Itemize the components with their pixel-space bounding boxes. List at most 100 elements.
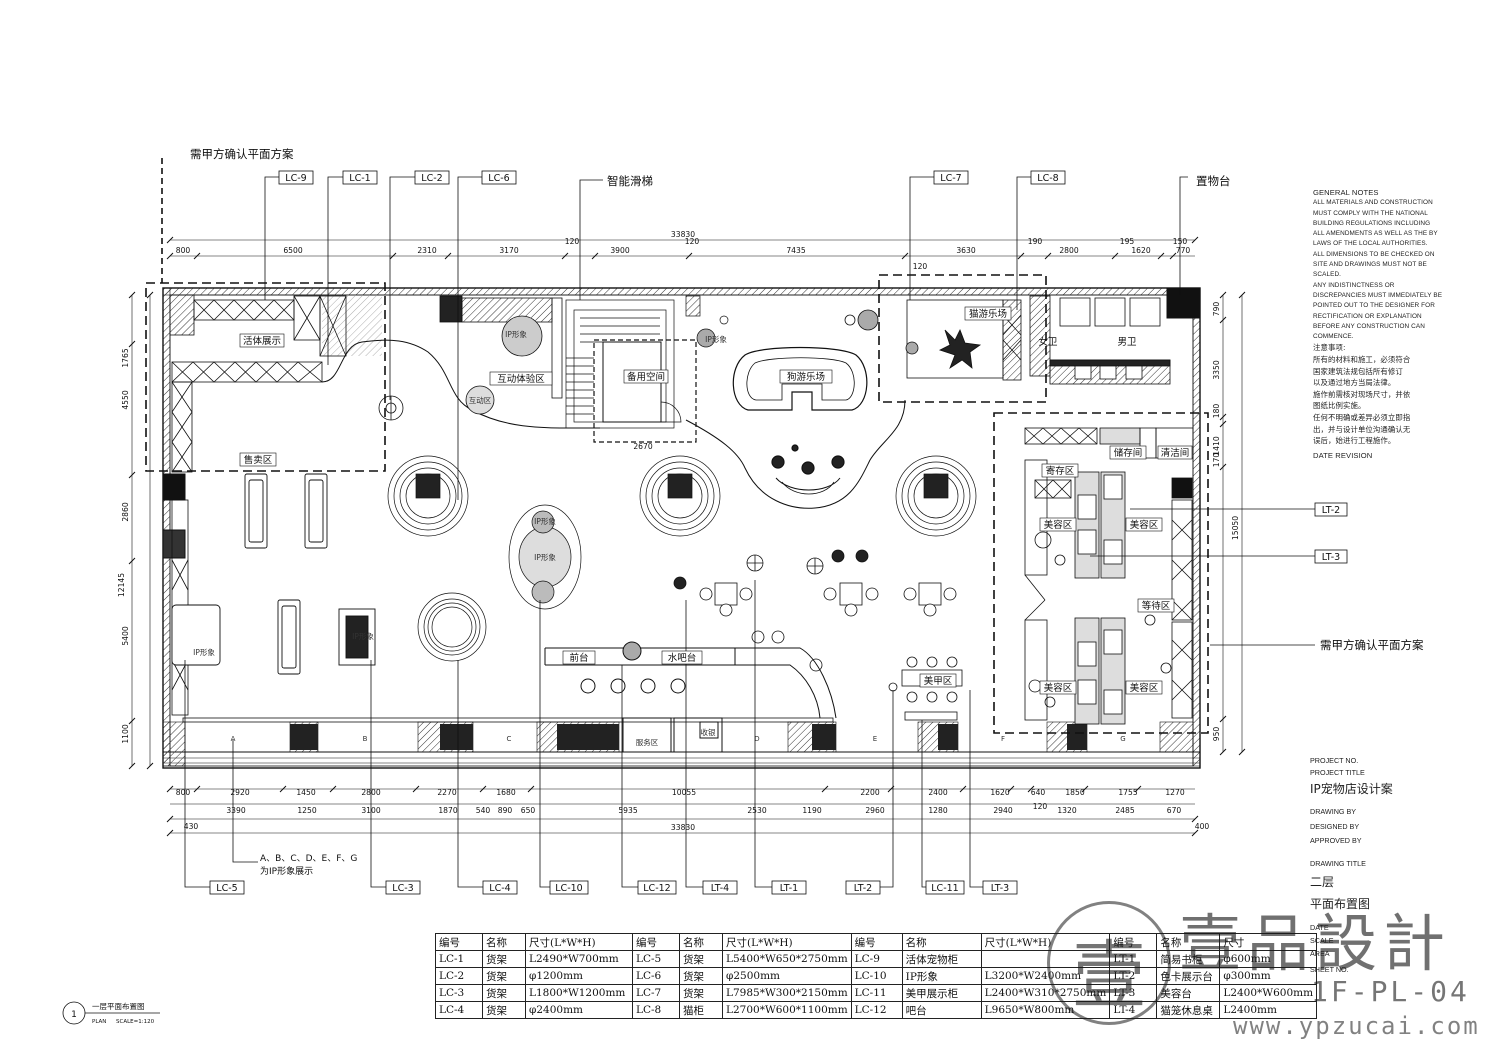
notes-cn-line: 注意事项: bbox=[1313, 343, 1346, 353]
dim-bottom-1: 10055 bbox=[672, 788, 696, 797]
table-cell: L2700*W600*1100mm bbox=[722, 1001, 852, 1019]
room-grooming-4: 美容区 bbox=[1130, 682, 1159, 694]
table-header: 编号 bbox=[850, 933, 903, 951]
slide-track-inner bbox=[685, 399, 906, 509]
dim-bottom-2: 3390 bbox=[226, 806, 245, 815]
room-sales: 售卖区 bbox=[244, 454, 273, 466]
dim-bottom-1: 2400 bbox=[928, 788, 947, 797]
drawing-by-label: DRAWING BY bbox=[1310, 807, 1357, 816]
watermark-logo-icon: 壹 bbox=[1047, 901, 1171, 1025]
table-cell: 货架 bbox=[482, 967, 526, 985]
table-cell: LC-5 bbox=[632, 950, 680, 968]
ip-figure-label: IP形象 bbox=[534, 552, 556, 562]
table-cell: 货架 bbox=[482, 950, 526, 968]
ip-figure-label: IP形象 bbox=[193, 647, 215, 657]
live-display-shelving bbox=[169, 294, 382, 716]
dim-top: 120 bbox=[913, 262, 928, 271]
project-no-label: PROJECT NO. bbox=[1310, 756, 1359, 765]
table-cell: 货架 bbox=[482, 984, 526, 1002]
plan-caption-scale: SCALE=1:120 bbox=[116, 1019, 155, 1025]
plan-caption: 1 一层平面布置图 PLAN SCALE=1:120 bbox=[62, 1001, 160, 1025]
dim-left-total: 12145 bbox=[117, 573, 126, 597]
notes-cn-line: 国家建筑法规包括所有修订 bbox=[1313, 366, 1403, 376]
notes-en-line: DISCREPANCIES MUST IMMEDIATELY BE bbox=[1313, 291, 1443, 299]
plan-caption-number: 1 bbox=[71, 1010, 77, 1020]
notes-en-line: ALL AMENDMENTS AS WELL AS THE BY bbox=[1313, 230, 1438, 238]
ip-figure-label: IP形象 bbox=[505, 329, 527, 339]
building-walls bbox=[162, 287, 1201, 769]
date-label: DATE bbox=[1310, 923, 1329, 932]
zone-letter: G bbox=[1120, 735, 1125, 743]
dim-bottom-total: 33830 bbox=[671, 823, 695, 832]
table-cell: L2400mm bbox=[1219, 1001, 1318, 1019]
room-waiting: 等待区 bbox=[1142, 600, 1171, 612]
table-cell: LC-9 bbox=[850, 950, 903, 968]
reception-bar bbox=[544, 641, 837, 753]
furniture-schedule-table: 编号 名称 尺寸(L*W*H) 编号 名称 尺寸(L*W*H) 编号 名称 尺寸… bbox=[435, 933, 1318, 1019]
table-header: 尺寸 bbox=[1219, 933, 1318, 951]
table-cell: 货架 bbox=[679, 967, 723, 985]
notes-cn-line: 施作前需核对现场尺寸，并依 bbox=[1313, 389, 1411, 399]
dim-right: 3350 bbox=[1212, 360, 1221, 379]
area-label: AREA bbox=[1310, 949, 1330, 958]
notes-en-line: ALL MATERIALS AND CONSTRUCTION bbox=[1313, 199, 1433, 207]
ip-figure-label: IP形象 bbox=[534, 516, 556, 526]
watermark-code: 1F-PL-04 bbox=[1311, 975, 1470, 1008]
dim-right: 790 bbox=[1212, 302, 1221, 317]
callout-lc12: LC-12 bbox=[643, 883, 670, 894]
designed-by-label: DESIGNED BY bbox=[1310, 822, 1360, 831]
room-water-bar: 水吧台 bbox=[668, 652, 697, 664]
dim-bottom-1: 2800 bbox=[361, 788, 380, 797]
table-cell: 美甲展示柜 bbox=[901, 984, 982, 1002]
dim-bottom-1: 1620 bbox=[990, 788, 1009, 797]
dim-bottom-2: 1870 bbox=[438, 806, 457, 815]
notes-cn-line: 任何不明确或差异必须立即指 bbox=[1313, 413, 1411, 423]
callout-lt3: LT-3 bbox=[991, 883, 1009, 894]
zone-letter: E bbox=[873, 735, 877, 743]
room-storage-deposit: 寄存区 bbox=[1046, 465, 1075, 477]
slide-track bbox=[321, 339, 600, 429]
notes-en-line: SCALED. bbox=[1313, 271, 1342, 279]
dim-bottom-1: 1680 bbox=[496, 788, 515, 797]
dim-bottom-2: 670 bbox=[1167, 806, 1182, 815]
dim-left: 2860 bbox=[121, 502, 130, 521]
zone-letter: C bbox=[507, 735, 512, 743]
dim-top: 150 bbox=[1173, 237, 1188, 246]
watermark: 壹 壹品設計 1F-PL-04 www.ypzucai.com bbox=[1045, 893, 1485, 1043]
table-cell: LC-3 bbox=[435, 984, 483, 1002]
callout-lc10: LC-10 bbox=[555, 883, 582, 894]
table-cell: 猫柜 bbox=[679, 1001, 723, 1019]
zone-letter: A bbox=[231, 735, 236, 743]
ip-note-line2: 为IP形象展示 bbox=[260, 865, 313, 877]
room-grooming-1: 美容区 bbox=[1044, 519, 1073, 531]
general-notes: GENERAL NOTES ALL MATERIALS AND CONSTRUC… bbox=[1313, 188, 1463, 461]
project-title: IP宠物店设计案 bbox=[1310, 782, 1393, 796]
dim-bottom-1: 2200 bbox=[860, 788, 879, 797]
dimension-ticks bbox=[128, 236, 1246, 837]
callout-lt2: LT-2 bbox=[854, 883, 872, 894]
callout-lc5: LC-5 bbox=[216, 883, 237, 894]
table-cell: LC-2 bbox=[435, 967, 483, 985]
table-cell: 吧台 bbox=[901, 1001, 982, 1019]
notes-cn-line: 以及通过地方当局法律。 bbox=[1313, 378, 1396, 388]
table-header-row: 编号 名称 尺寸(L*W*H) 编号 名称 尺寸(L*W*H) 编号 名称 尺寸… bbox=[435, 933, 1318, 951]
notes-en-line: BUILDING REGULATIONS INCLUDING bbox=[1313, 219, 1431, 227]
approved-by-label: APPROVED BY bbox=[1310, 836, 1362, 845]
callout-lc8: LC-8 bbox=[1037, 173, 1058, 184]
dim-top: 1620 bbox=[1131, 246, 1150, 255]
notes-en-line: COMMENCE. bbox=[1313, 333, 1354, 341]
notes-en-line: ANY INDISTINCTNESS OR bbox=[1313, 281, 1395, 289]
cafe-tables bbox=[673, 549, 957, 672]
table-cell: L1800*W1200mm bbox=[525, 984, 633, 1002]
notes-en-line: RECTIFICATION OR EXPLANATION bbox=[1313, 312, 1422, 320]
dim-bottom-1: 1755 bbox=[1118, 788, 1137, 797]
notes-en-line: ALL DIMENSIONS TO BE CHECKED ON bbox=[1313, 250, 1435, 258]
room-men-restroom: 男卫 bbox=[1117, 337, 1137, 348]
dim-top: 2800 bbox=[1059, 246, 1078, 255]
dog-playground bbox=[732, 346, 868, 495]
room-women-restroom: 女卫 bbox=[1038, 336, 1058, 348]
dim-right-total: 15050 bbox=[1231, 516, 1240, 540]
dimension-lines bbox=[131, 239, 1243, 834]
